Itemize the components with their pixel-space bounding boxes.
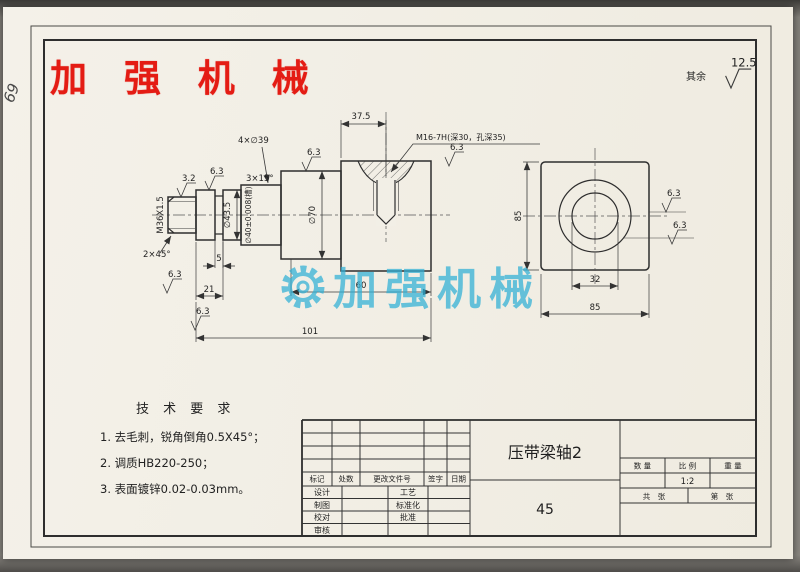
side-view: 85 32 85 6.3 6.3 <box>514 148 694 318</box>
paper-sheet <box>3 7 793 559</box>
scale-value: 1:2 <box>681 477 695 487</box>
front-view <box>152 112 450 272</box>
dim-37-5: 37.5 <box>352 112 371 122</box>
thread-lines <box>373 181 399 211</box>
groove <box>215 195 223 235</box>
inner-border <box>43 39 757 537</box>
watermark: 加强机械 <box>281 264 541 315</box>
chamfer-2x45: 2×45° <box>143 250 171 260</box>
dim-101: 101 <box>302 327 318 337</box>
svg-text:3.2: 3.2 <box>182 174 196 184</box>
chamfer-3x15: 3×15° <box>246 174 274 184</box>
roughness-6-3-cylinder: 6.3 <box>301 148 321 172</box>
sheets-total: 共 张 <box>643 492 666 501</box>
roughness-12-5: 12.5 <box>725 55 757 90</box>
roughness-symbols-front: 3.2 6.3 6.3 6.3 6.3 6.3 <box>162 143 464 331</box>
general-roughness-note: 其余 12.5 <box>686 55 757 90</box>
step-section-1 <box>195 189 216 241</box>
hole-callout-m16: M16-7H(深30，孔深35) <box>416 133 506 142</box>
tapped-hole-outline <box>376 180 396 225</box>
scale-label: 比 例 <box>679 461 696 471</box>
bore-circle <box>571 192 619 240</box>
svg-text:6.3: 6.3 <box>307 148 321 158</box>
part-name: 压带梁轴2 <box>508 443 582 462</box>
tech-requirement-item-1: 1. 去毛刺，锐角倒角0.5X45°； <box>100 430 265 444</box>
tech-requirements-title: 技 术 要 求 <box>136 402 236 417</box>
tech-requirement-item-3: 3. 表面镀锌0.02-0.03mm。 <box>100 482 250 496</box>
roughness-6-3-side-b: 6.3 <box>667 221 687 245</box>
roughness-6-3-bottom: 6.3 <box>190 307 210 331</box>
qty-label: 数 量 <box>634 461 652 471</box>
drawing-frame <box>30 25 772 548</box>
dia-43-5-label: ∅43.5 <box>223 202 233 228</box>
role-check: 校对 <box>314 512 330 522</box>
rev-header-count: 处数 <box>339 474 354 484</box>
side-centerlines <box>523 148 667 284</box>
svg-text:6.3: 6.3 <box>673 221 687 231</box>
svg-text:6.3: 6.3 <box>450 143 464 153</box>
svg-text:6.3: 6.3 <box>196 307 210 317</box>
rev-header-date: 日期 <box>451 475 466 484</box>
sheet-number: 第 张 <box>711 491 734 501</box>
material-grade: 45 <box>536 502 554 518</box>
watermark-text: 加强机械 <box>333 264 541 315</box>
dim-60: 60 <box>356 281 367 291</box>
roughness-6-3-chamfer: 6.3 <box>162 270 182 294</box>
dim-5: 5 <box>216 254 221 264</box>
technical-requirements-block: 技 术 要 求 1. 去毛刺，锐角倒角0.5X45°； 2. 调质HB220-2… <box>100 398 265 507</box>
company-logo-text: 加 强 机 械 <box>50 57 321 100</box>
roughness-3-2: 3.2 <box>176 174 196 198</box>
dim-85-vertical: 85 <box>514 211 524 222</box>
title-block: 标记 处数 更改文件号 签字 日期 设计 制图 校对 审核 工艺 标准化 批准 … <box>301 419 756 536</box>
svg-text:6.3: 6.3 <box>667 189 681 199</box>
rev-header-mark: 标记 <box>310 474 325 484</box>
dim-85-horizontal: 85 <box>590 303 601 313</box>
svg-text:6.3: 6.3 <box>168 270 182 280</box>
role-review: 审核 <box>314 525 330 535</box>
weight-label: 重 量 <box>724 462 742 471</box>
roughness-6-3-step: 6.3 <box>204 167 224 191</box>
dia-40-groove-label: ∅40±0.008(槽) <box>243 186 253 243</box>
dim-21: 21 <box>204 285 215 295</box>
role-design: 设计 <box>314 487 330 497</box>
rev-header-sign: 签字 <box>428 474 443 484</box>
rev-header-docno: 更改文件号 <box>373 474 411 484</box>
thread-label-m36: M36X1.5 <box>156 196 166 234</box>
role-approve: 批准 <box>400 512 416 522</box>
role-process: 工艺 <box>400 488 416 497</box>
role-draft: 制图 <box>314 500 330 510</box>
role-standard: 标准化 <box>396 500 420 510</box>
callout-4x39: 4×∅39 <box>238 136 269 146</box>
roughness-6-3-hole: 6.3 <box>444 143 464 167</box>
roughness-6-3-side-a: 6.3 <box>661 189 681 213</box>
general-roughness-prefix: 其余 <box>686 70 706 83</box>
tech-requirement-item-2: 2. 调质HB220-250； <box>100 456 214 470</box>
gear-icon <box>281 265 325 309</box>
outer-circle <box>558 179 632 253</box>
outer-border <box>30 25 772 548</box>
dim-32: 32 <box>590 275 601 285</box>
hole-clear <box>376 178 396 226</box>
dia-70-label: ∅70 <box>308 206 318 224</box>
svg-text:6.3: 6.3 <box>210 167 224 177</box>
svg-text:12.5: 12.5 <box>731 55 757 69</box>
